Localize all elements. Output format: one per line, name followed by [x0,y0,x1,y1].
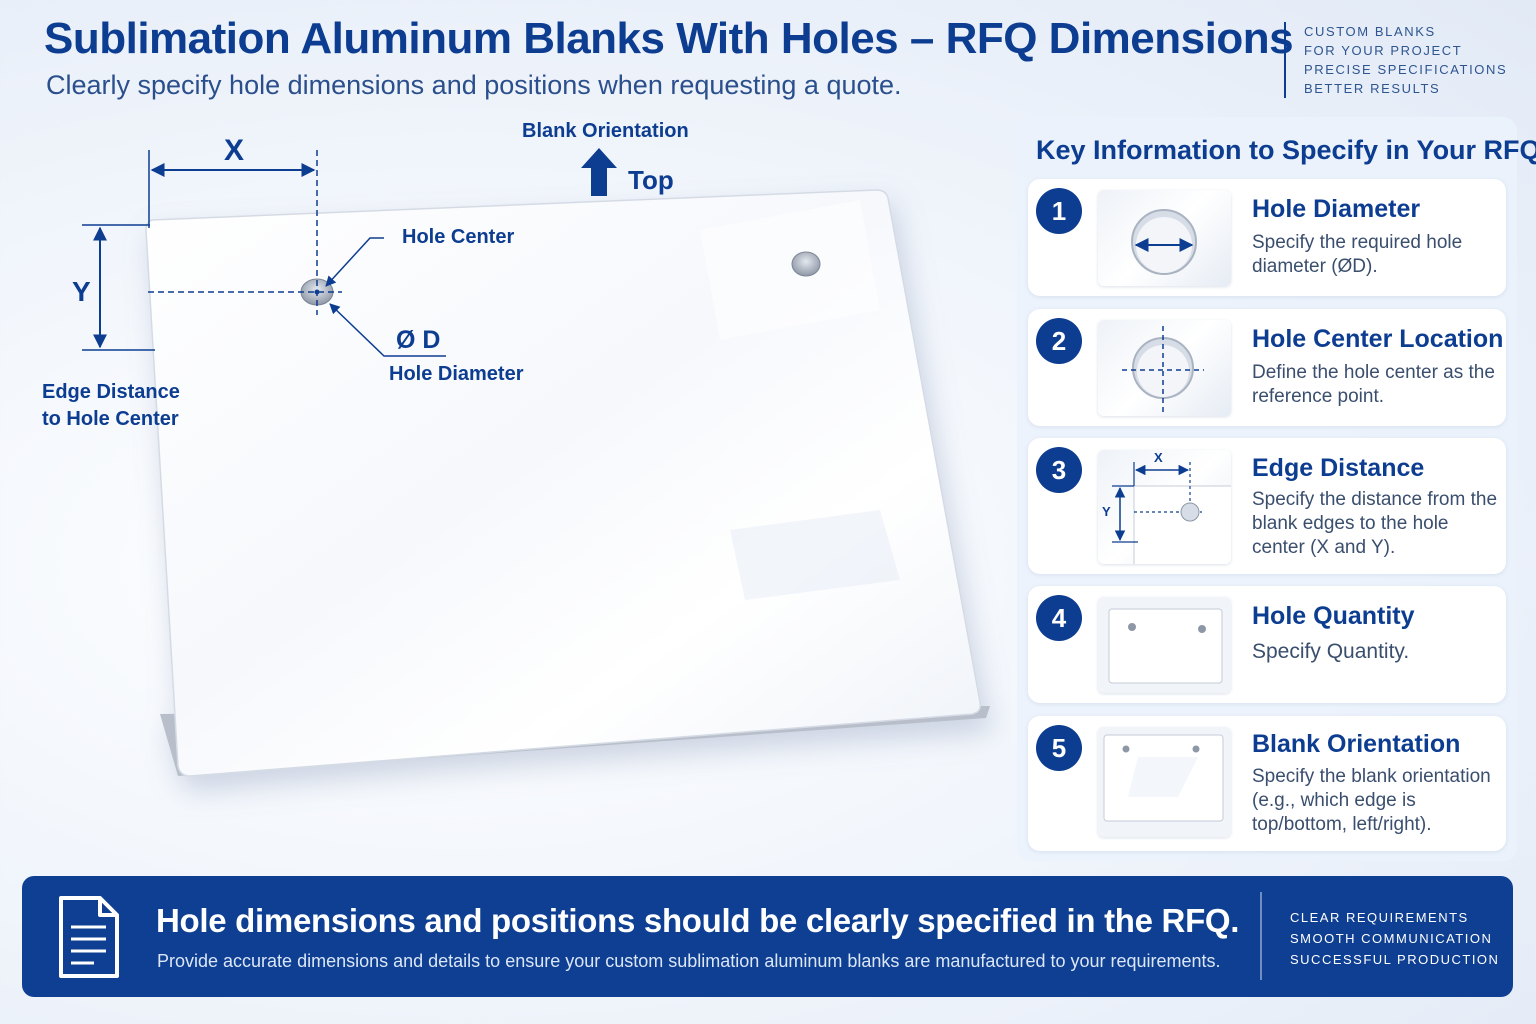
edge-distance-icon: X Y [1098,450,1231,564]
top-arrow-icon [581,148,617,196]
aluminum-blank [145,189,990,777]
banner-list-item: SMOOTH COMMUNICATION [1290,931,1493,946]
diameter-symbol: Ø D [396,326,441,354]
edge-distance-label: Edge Distance to Hole Center [42,379,180,433]
edge-distance-line: Edge Distance [42,381,180,403]
bottom-banner: Hole dimensions and positions should be … [22,876,1513,997]
hole-center-label: Hole Center [402,226,515,248]
item-description: Specify the required hole diameter (ØD). [1252,232,1463,277]
hole-right [791,251,821,277]
item-title: Hole Center Location [1252,325,1504,353]
hole-diameter-icon [1098,190,1231,286]
item-description: Specify the blank orientation (e.g., whi… [1252,766,1491,835]
blank-diagram: X Y Blank Orientation Top Hole Center Ø … [0,110,1010,870]
rfq-item-blank-orientation: 5 Blank Orientation Specify the blank or… [1028,716,1506,851]
page-subtitle: Clearly specify hole dimensions and posi… [46,70,902,100]
edge-distance-line: to Hole Center [42,408,179,430]
step-number: 4 [1036,595,1082,641]
orientation-label: Blank Orientation [522,120,689,142]
banner-list-item: CLEAR REQUIREMENTS [1290,910,1469,925]
x-dimension-label: X [224,134,245,167]
rfq-item-hole-center: 2 Hole Center Location Define the hole c… [1028,309,1506,426]
tagline-line: CUSTOM BLANKS [1304,24,1436,39]
banner-divider [1260,892,1262,980]
item-title: Hole Quantity [1252,602,1415,630]
rfq-item-edge-distance: 3 X Y Edge Distance Specify the distance… [1028,438,1506,574]
hole-center-icon [1098,320,1231,416]
blank-orientation-icon [1098,727,1231,837]
step-number: 2 [1036,318,1082,364]
item-title: Blank Orientation [1252,730,1461,758]
thumb-y-label: Y [1102,504,1111,519]
hole-diameter-label: Hole Diameter [389,363,524,385]
item-title: Hole Diameter [1252,195,1421,223]
panel-title: Key Information to Specify in Your RFQ [1036,135,1536,165]
tagline-line: PRECISE SPECIFICATIONS [1304,62,1508,77]
rfq-item-hole-diameter: 1 Hole Diameter Specify the required hol… [1028,179,1506,296]
item-title: Edge Distance [1252,454,1425,482]
header-tagline: CUSTOM BLANKS FOR YOUR PROJECT PRECISE S… [1284,22,1507,98]
step-number: 3 [1036,447,1082,493]
banner-list-item: SUCCESSFUL PRODUCTION [1290,952,1500,967]
step-number: 5 [1036,725,1082,771]
banner-text: Provide accurate dimensions and details … [157,951,1221,971]
item-description: Specify Quantity. [1252,640,1410,663]
y-dimension-label: Y [72,276,91,307]
document-icon [58,895,120,984]
tagline-line: BETTER RESULTS [1304,81,1441,96]
hole-quantity-icon [1098,597,1231,693]
rfq-item-hole-quantity: 4 Hole Quantity Specify Quantity. [1028,586,1506,703]
top-label: Top [628,165,674,195]
step-number: 1 [1036,188,1082,234]
blank-diagram-graphic [82,148,990,777]
banner-heading: Hole dimensions and positions should be … [156,902,1240,939]
item-description: Specify the distance from the blank edge… [1252,489,1498,558]
item-description: Define the hole center as the reference … [1252,362,1495,407]
page-title: Sublimation Aluminum Blanks With Holes –… [44,14,1294,63]
thumb-x-label: X [1154,450,1163,465]
tagline-line: FOR YOUR PROJECT [1304,43,1463,58]
banner-list: CLEAR REQUIREMENTS SMOOTH COMMUNICATION … [1290,907,1499,970]
rfq-info-panel: Key Information to Specify in Your RFQ 1… [1017,117,1536,861]
